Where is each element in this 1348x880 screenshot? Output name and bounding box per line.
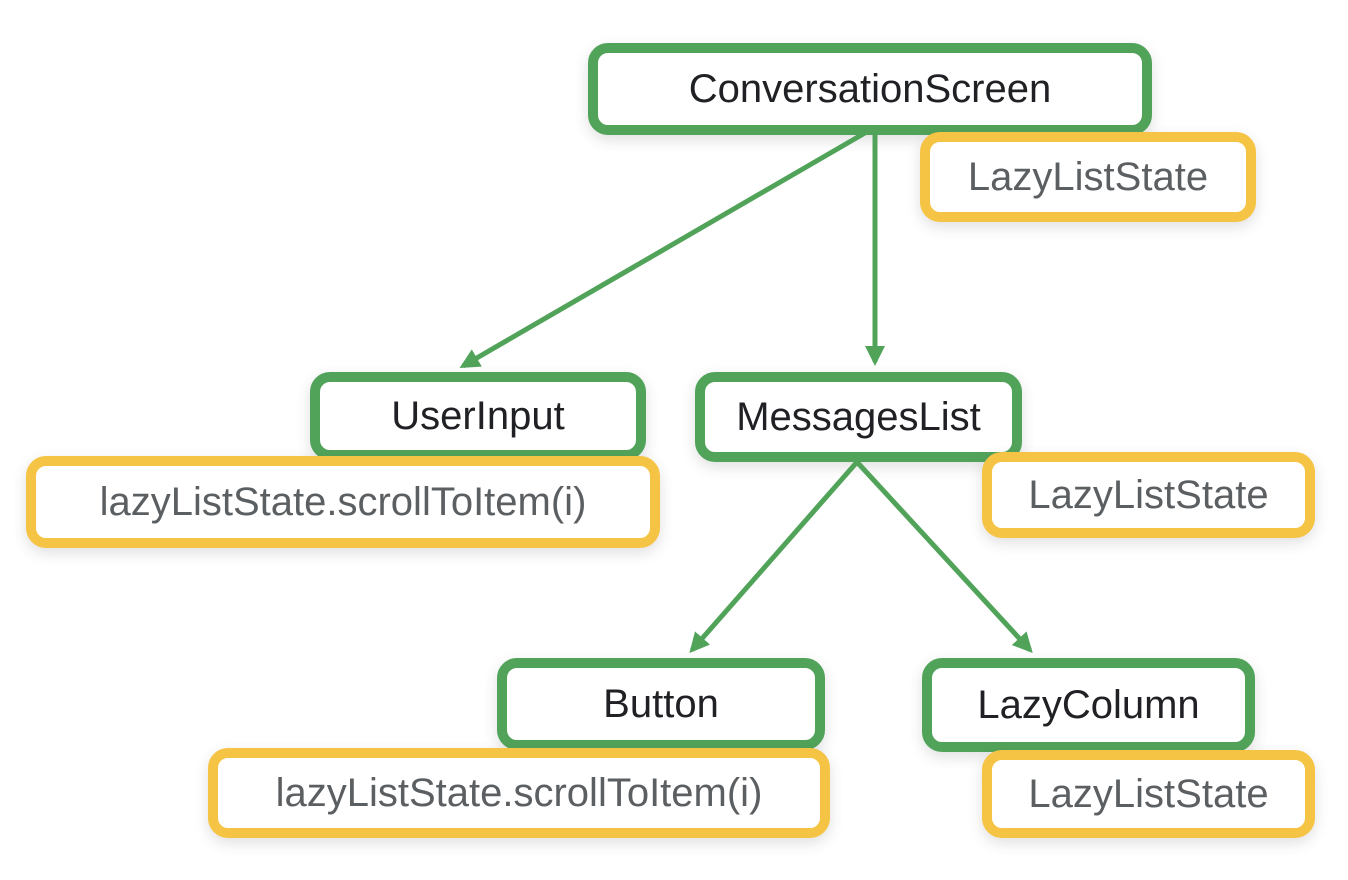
node-messages-list: MessagesList [695,372,1022,462]
state-text: LazyListState [1028,473,1269,517]
state-text: LazyListState [1028,772,1269,816]
node-conversation-screen-label: ConversationScreen [688,67,1052,111]
node-messages-list-label: MessagesList [736,395,981,439]
node-user-input-label: UserInput [391,394,565,438]
state-label-user-input: lazyListState.scrollToItem(i) [26,456,660,548]
edge-messageslist-button [689,460,859,654]
state-text: LazyListState [967,155,1209,199]
node-button: Button [497,658,825,750]
node-button-label: Button [603,682,719,726]
state-text: lazyListState.scrollToItem(i) [275,771,763,815]
node-lazy-column-label: LazyColumn [977,683,1200,727]
edge-messageslist-lazycolumn [855,460,1033,653]
state-label-button: lazyListState.scrollToItem(i) [208,748,830,838]
edge-conversationscreen-userinput [459,127,872,369]
node-user-input: UserInput [310,372,646,460]
state-label-lazy-column: LazyListState [982,750,1315,838]
node-lazy-column: LazyColumn [922,658,1255,752]
state-label-conversation-screen: LazyListState [920,132,1256,222]
state-label-messages-list: LazyListState [982,452,1315,538]
state-text: lazyListState.scrollToItem(i) [99,480,587,524]
